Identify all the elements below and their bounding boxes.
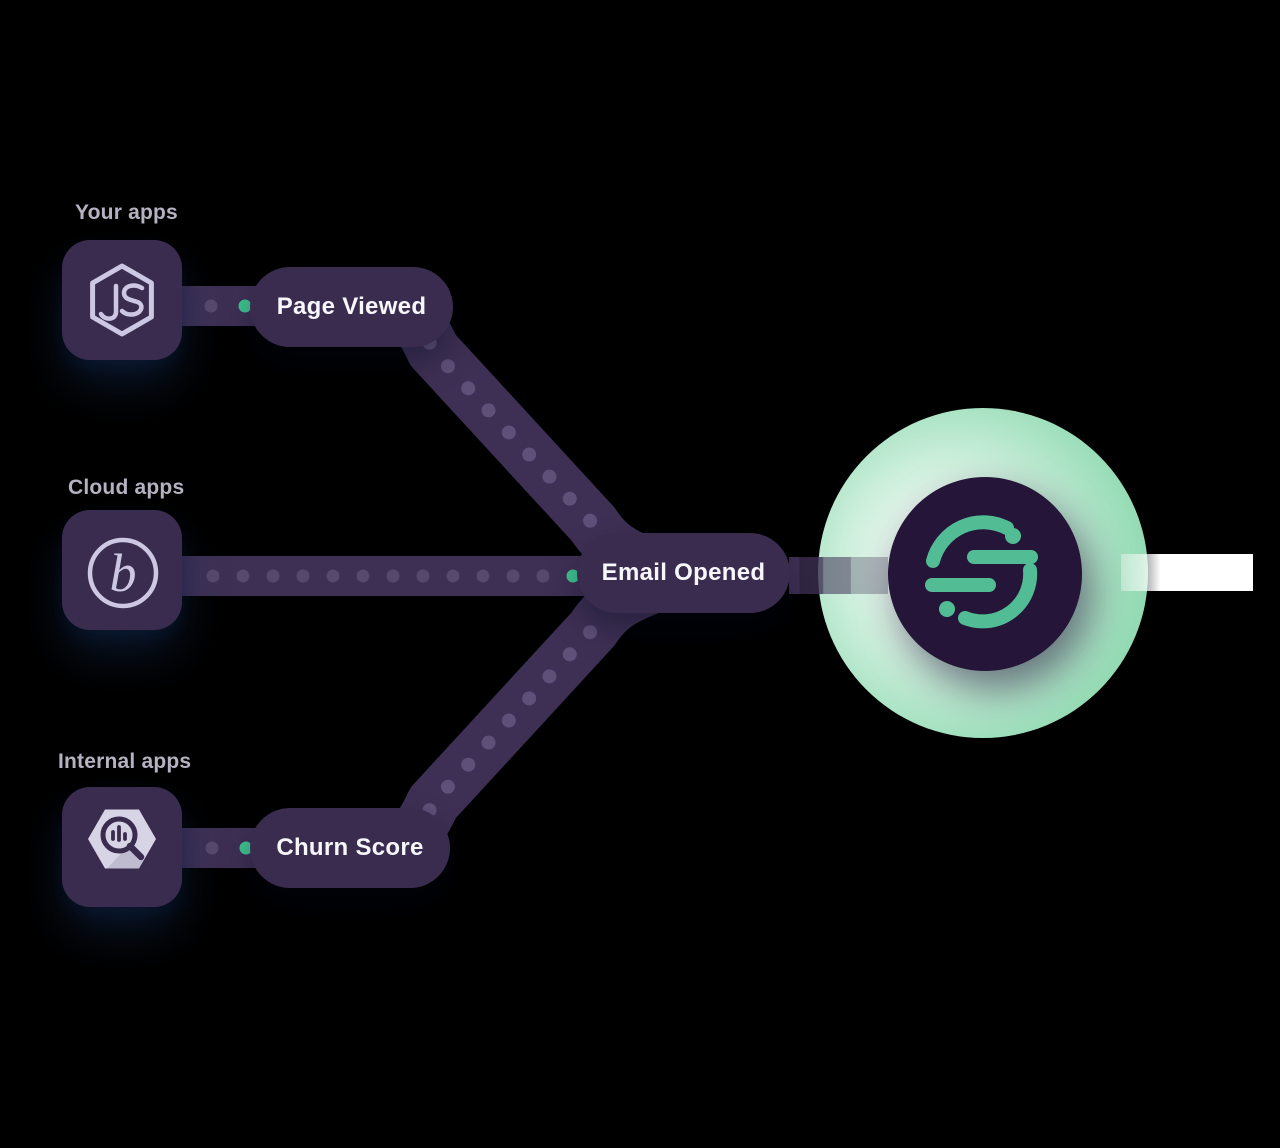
nodejs-icon <box>90 263 154 337</box>
event-pill-email-opened-label: Email Opened <box>601 559 766 586</box>
braze-app-card: b <box>62 510 182 630</box>
segment-logo-icon <box>925 515 1038 629</box>
bigquery-icon <box>88 809 156 869</box>
label-cloud-apps: Cloud apps <box>68 476 185 499</box>
event-pill-churn-score: Churn Score <box>250 808 450 888</box>
event-pill-page-viewed: Page Viewed <box>250 267 453 347</box>
event-pill-page-viewed-label: Page Viewed <box>276 293 427 320</box>
flow-dots <box>204 299 598 855</box>
braze-b-glyph: b <box>110 543 137 603</box>
pipeline-into-segment-band <box>789 557 888 594</box>
bigquery-app-card <box>62 787 182 907</box>
label-your-apps: Your apps <box>75 201 178 224</box>
pipeline-out-of-segment-band <box>1121 554 1253 591</box>
event-pill-churn-score-label: Churn Score <box>276 834 424 861</box>
event-pill-email-opened: Email Opened <box>577 533 790 613</box>
label-internal-apps: Internal apps <box>58 750 192 773</box>
segment-logo-badge <box>888 477 1082 671</box>
braze-icon: b <box>87 537 159 609</box>
nodejs-app-card <box>62 240 182 360</box>
